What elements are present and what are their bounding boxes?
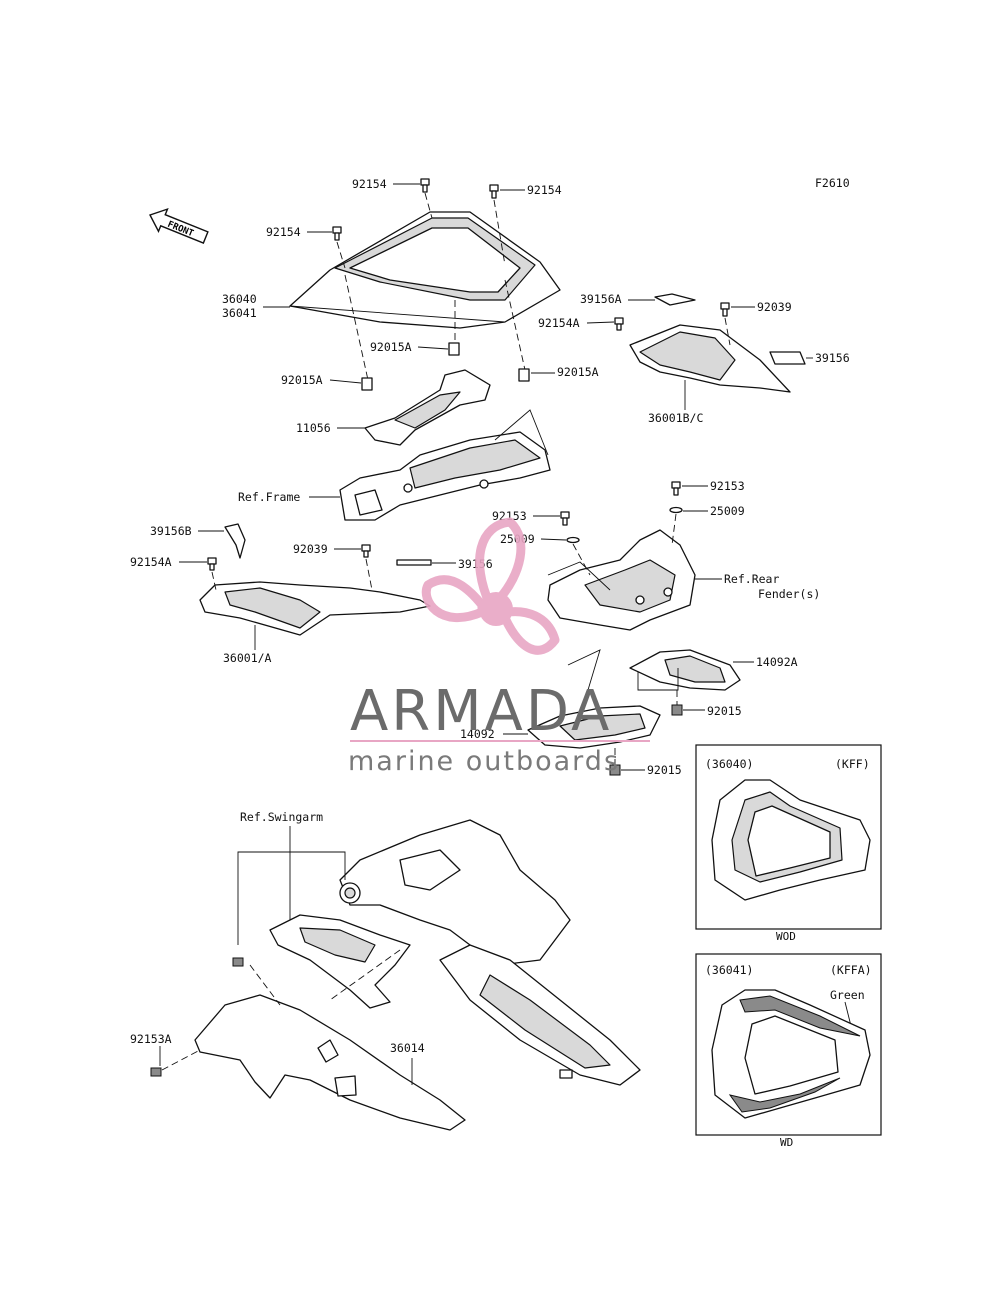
label-14092A: 14092A	[756, 655, 798, 669]
inset-2-code: (KFFA)	[830, 963, 872, 977]
bolt-icon	[150, 1067, 162, 1077]
label-92154A-b: 92154A	[130, 555, 172, 569]
label-92015A-a: 92015A	[370, 340, 412, 354]
seat-cover-part	[289, 211, 561, 329]
inset-2-caption: WD	[780, 1136, 793, 1149]
watermark-divider	[350, 740, 650, 742]
bolt-icon	[671, 481, 681, 496]
label-39156B: 39156B	[150, 524, 192, 538]
label-92015-a: 92015	[707, 704, 742, 718]
armada-logo-icon	[421, 517, 560, 655]
bolt-icon	[489, 184, 499, 199]
bolt-icon	[560, 511, 570, 526]
bolt-icon	[232, 957, 244, 967]
bolt-icon	[420, 178, 430, 193]
bolt-icon	[720, 302, 730, 317]
rear-frame-part	[339, 431, 551, 521]
collar-icon	[448, 342, 460, 356]
bolt-icon	[614, 317, 624, 331]
label-25009-a: 25009	[710, 504, 745, 518]
label-92153A: 92153A	[130, 1032, 172, 1046]
chain-guard-inner-part	[269, 914, 411, 1009]
collar-icon	[361, 377, 373, 391]
swingarm-part	[339, 819, 641, 1086]
inset-box-36040: (36040) (KFF) WOD	[695, 744, 882, 943]
label-ref-frame: Ref.Frame	[238, 490, 300, 504]
label-92154-c: 92154	[266, 225, 301, 239]
label-11056: 11056	[296, 421, 331, 435]
nut-icon	[671, 704, 683, 716]
cover-14092A-part	[629, 649, 741, 691]
label-92015A-c: 92015A	[557, 365, 599, 379]
label-36040: 36040	[222, 292, 257, 306]
inset-1-code: (KFF)	[835, 757, 870, 771]
label-92153-a: 92153	[710, 479, 745, 493]
label-36014: 36014	[390, 1041, 425, 1055]
label-92154A-a: 92154A	[538, 316, 580, 330]
figure-code: F2610	[815, 176, 850, 190]
bolt-icon	[361, 544, 371, 558]
inset-1-caption: WOD	[776, 930, 796, 943]
label-92154-b: 92154	[527, 183, 562, 197]
chain-guard-part	[194, 994, 466, 1131]
inset-1-part: (36040)	[705, 757, 753, 771]
label-ref-rear-fender-1: Ref.Rear	[724, 572, 779, 586]
label-14092: 14092	[460, 727, 495, 741]
front-arrow-icon: FRONT	[149, 207, 209, 244]
inset-2-color: Green	[830, 988, 865, 1002]
label-92039-a: 92039	[757, 300, 792, 314]
label-92015A-b: 92015A	[281, 373, 323, 387]
label-ref-swingarm: Ref.Swingarm	[240, 810, 323, 824]
bolt-icon	[207, 557, 217, 571]
label-92154-a: 92154	[352, 177, 387, 191]
bracket-part	[364, 369, 491, 446]
watermark-brand: ARMADA	[350, 679, 612, 744]
inset-2-part: (36041)	[705, 963, 753, 977]
rear-fender-part	[547, 529, 696, 631]
label-39156A: 39156A	[580, 292, 622, 306]
inset-box-36041: (36041) (KFFA) Green WD	[695, 953, 882, 1149]
label-39156-a: 39156	[815, 351, 850, 365]
label-36001A: 36001/A	[223, 651, 272, 665]
label-ref-rear-fender-2: Fender(s)	[758, 587, 820, 601]
label-36041: 36041	[222, 306, 257, 320]
label-92039-b: 92039	[293, 542, 328, 556]
bolt-icon	[332, 226, 342, 241]
side-cover-right-part	[629, 293, 806, 393]
watermark-tagline: marine outboards	[348, 746, 620, 777]
side-cover-left-part	[199, 523, 432, 636]
label-36001BC: 36001B/C	[648, 411, 703, 425]
collar-icon	[518, 368, 530, 382]
label-92015-b: 92015	[647, 763, 682, 777]
cover-14092-part	[527, 705, 661, 749]
